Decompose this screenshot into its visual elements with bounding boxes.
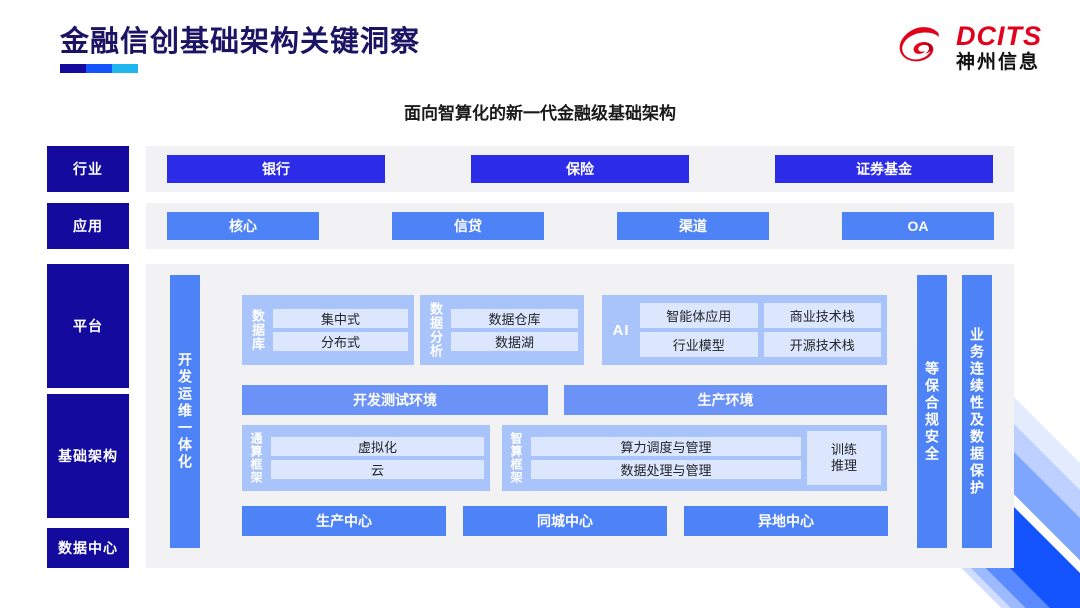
environment-production[interactable]: 生产环境 bbox=[564, 385, 887, 415]
underline-segment-1 bbox=[60, 64, 86, 73]
subtitle: 面向智算化的新一代金融级基础架构 bbox=[404, 104, 676, 123]
ai-cell-industry-model[interactable]: 行业模型 bbox=[640, 332, 758, 357]
swirl-logo-icon bbox=[899, 27, 939, 62]
bar-label: OA bbox=[907, 218, 929, 234]
database-cell-distributed[interactable]: 分布式 bbox=[273, 332, 408, 351]
intelligent-compute-title: 智算框架 bbox=[509, 432, 523, 484]
data-analysis-cell-lake[interactable]: 数据湖 bbox=[451, 332, 578, 351]
industry-item-bank[interactable]: 银行 bbox=[167, 155, 385, 183]
side-label-text: 行业 bbox=[73, 161, 103, 177]
data-analysis-group: 数据分析 数据仓库 数据湖 bbox=[420, 295, 584, 365]
bar-label: 开发测试环境 bbox=[353, 392, 437, 408]
database-cell-centralized[interactable]: 集中式 bbox=[273, 309, 408, 328]
data-analysis-group-title: 数据分析 bbox=[428, 302, 443, 358]
bar-label: 保险 bbox=[566, 161, 594, 177]
industry-item-securities-fund[interactable]: 证券基金 bbox=[775, 155, 993, 183]
general-compute-cell-virtualization[interactable]: 虚拟化 bbox=[271, 437, 484, 456]
bar-label: 核心 bbox=[229, 218, 257, 234]
database-group-title: 数据库 bbox=[250, 309, 265, 351]
general-compute-framework-group: 通算框架 虚拟化 云 bbox=[242, 425, 490, 491]
logo-en-label: DCITS bbox=[956, 20, 1042, 51]
vertical-bar-label: 业务连续性及数据保护 bbox=[969, 326, 985, 497]
intelligent-compute-cell-train-infer[interactable]: 训练 推理 bbox=[807, 431, 881, 485]
application-item-oa[interactable]: OA bbox=[842, 212, 994, 240]
page-title: 金融信创基础架构关键洞察 bbox=[60, 26, 421, 58]
business-continuity-vertical-bar[interactable]: 业务连续性及数据保护 bbox=[962, 275, 992, 548]
ai-cell-opensource-stack[interactable]: 开源技术栈 bbox=[763, 332, 881, 357]
side-label-text: 应用 bbox=[73, 218, 103, 234]
logo-cn-label: 神州信息 bbox=[956, 51, 1041, 73]
environment-dev-test[interactable]: 开发测试环境 bbox=[242, 385, 548, 415]
bar-label: 异地中心 bbox=[758, 513, 814, 529]
bar-label: 银行 bbox=[262, 161, 290, 177]
vertical-bar-label: 开发运维一体化 bbox=[177, 352, 193, 471]
bar-label: 生产环境 bbox=[697, 392, 754, 408]
bar-label: 信贷 bbox=[454, 218, 482, 234]
train-label: 训练 bbox=[830, 441, 857, 457]
bar-label: 同城中心 bbox=[537, 513, 593, 529]
side-label-text: 基础架构 bbox=[58, 448, 118, 464]
intelligent-compute-cell-scheduling[interactable]: 算力调度与管理 bbox=[531, 437, 801, 456]
datacenter-same-city-center[interactable]: 同城中心 bbox=[463, 506, 667, 536]
page-header: 金融信创基础架构关键洞察 DCITS 神州信息 bbox=[0, 0, 1080, 92]
general-compute-title: 通算框架 bbox=[249, 432, 263, 484]
devops-vertical-bar[interactable]: 开发运维一体化 bbox=[170, 275, 200, 548]
application-item-core[interactable]: 核心 bbox=[167, 212, 319, 240]
intelligent-compute-cell-data-processing[interactable]: 数据处理与管理 bbox=[531, 460, 801, 479]
sidebar-item-platform[interactable]: 平台 bbox=[47, 264, 129, 388]
ai-cell-agent-application[interactable]: 智能体应用 bbox=[640, 303, 758, 328]
side-label-text: 数据中心 bbox=[58, 540, 118, 556]
intelligent-compute-framework-group: 智算框架 算力调度与管理 数据处理与管理 训练 推理 bbox=[502, 425, 887, 491]
ai-cell-commercial-stack[interactable]: 商业技术栈 bbox=[763, 303, 881, 328]
compliance-security-vertical-bar[interactable]: 等保合规安全 bbox=[917, 275, 947, 548]
underline-segment-3 bbox=[112, 64, 138, 73]
datacenter-remote-center[interactable]: 异地中心 bbox=[684, 506, 888, 536]
logo-text: DCITS 神州信息 bbox=[956, 20, 1042, 73]
bar-label: 生产中心 bbox=[316, 513, 372, 529]
infer-label: 推理 bbox=[830, 458, 857, 473]
sidebar-item-application[interactable]: 应用 bbox=[47, 203, 129, 249]
title-underline bbox=[60, 64, 138, 73]
bar-label: 渠道 bbox=[679, 218, 707, 234]
sidebar-item-industry[interactable]: 行业 bbox=[47, 146, 129, 192]
datacenter-production-center[interactable]: 生产中心 bbox=[242, 506, 446, 536]
application-item-credit[interactable]: 信贷 bbox=[392, 212, 544, 240]
underline-segment-2 bbox=[86, 64, 112, 73]
ai-group: AI 智能体应用 商业技术栈 行业模型 开源技术栈 bbox=[602, 295, 887, 365]
industry-item-insurance[interactable]: 保险 bbox=[471, 155, 689, 183]
database-group: 数据库 集中式 分布式 bbox=[242, 295, 414, 365]
side-label-text: 平台 bbox=[73, 318, 103, 334]
general-compute-cell-cloud[interactable]: 云 bbox=[271, 460, 484, 479]
vertical-bar-label: 等保合规安全 bbox=[924, 360, 940, 463]
dcits-logo: DCITS 神州信息 bbox=[896, 18, 1042, 76]
bar-label: 证券基金 bbox=[856, 161, 912, 177]
ai-group-title: AI bbox=[612, 321, 630, 339]
sidebar-item-datacenter[interactable]: 数据中心 bbox=[47, 528, 129, 568]
sidebar-item-infrastructure[interactable]: 基础架构 bbox=[47, 394, 129, 518]
data-analysis-cell-warehouse[interactable]: 数据仓库 bbox=[451, 309, 578, 328]
application-item-channel[interactable]: 渠道 bbox=[617, 212, 769, 240]
